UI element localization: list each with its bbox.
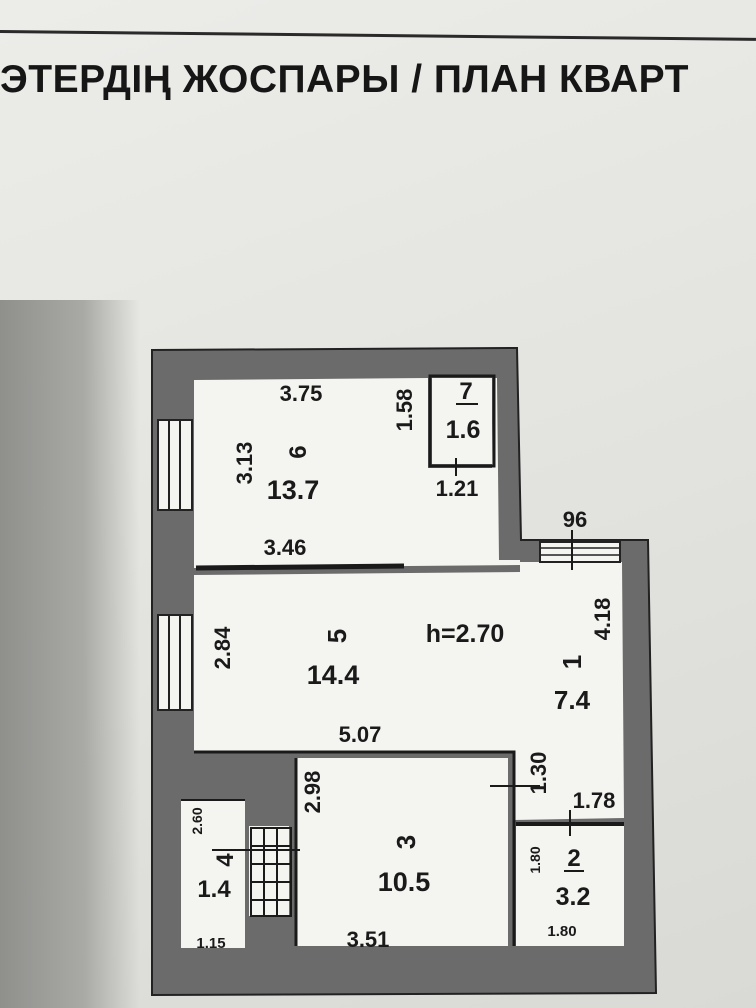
window-upper bbox=[157, 419, 193, 511]
svg-text:2: 2 bbox=[567, 845, 580, 872]
dim-room2-height: 1.80 bbox=[527, 846, 543, 873]
dim-door-96: 96 bbox=[563, 507, 587, 532]
partitions bbox=[181, 374, 624, 946]
dim-room4-width: 1.15 bbox=[196, 935, 225, 952]
dim-room7-width: 1.21 bbox=[436, 476, 479, 501]
room-2-label: 2 3.2 bbox=[556, 845, 591, 911]
dim-room3-width: 3.51 bbox=[347, 927, 390, 952]
plan-title: ЭТЕРДІҢ ЖОСПАРЫ / ПЛАН КВАРТ bbox=[0, 58, 689, 101]
dim-room7-height: 1.58 bbox=[392, 389, 417, 432]
room-6-label: 6 13.7 bbox=[267, 445, 320, 505]
window-right bbox=[539, 541, 621, 563]
dim-room1-height: 4.18 bbox=[590, 598, 615, 641]
photo-shadow bbox=[0, 300, 140, 1008]
room-7-label: 7 1.6 bbox=[446, 378, 481, 444]
dimension-labels: 3.75 3.13 1.58 1.21 3.46 96 4.18 2.84 5.… bbox=[189, 381, 615, 952]
room-3-label: 3 10.5 bbox=[378, 835, 431, 897]
svg-text:7: 7 bbox=[459, 378, 472, 405]
svg-text:14.4: 14.4 bbox=[307, 660, 360, 690]
window-lower bbox=[157, 614, 193, 711]
dim-room2-width: 1.80 bbox=[547, 923, 576, 940]
stairs bbox=[250, 827, 292, 917]
dim-room5-width: 5.07 bbox=[339, 722, 382, 747]
svg-text:1: 1 bbox=[557, 655, 587, 669]
dim-room6-bottom: 3.46 bbox=[264, 535, 307, 560]
svg-text:13.7: 13.7 bbox=[267, 475, 320, 505]
svg-text:5: 5 bbox=[322, 629, 352, 643]
room-1-label: 1 7.4 bbox=[554, 655, 591, 715]
dim-room5-height: 2.84 bbox=[210, 626, 235, 670]
svg-text:1.6: 1.6 bbox=[446, 416, 481, 444]
ceiling-height-label: h=2.70 bbox=[426, 620, 505, 648]
svg-text:4: 4 bbox=[212, 853, 239, 867]
svg-text:3: 3 bbox=[391, 835, 421, 849]
dim-room6-top: 3.75 bbox=[280, 381, 323, 406]
door-marks bbox=[212, 458, 573, 851]
svg-text:6: 6 bbox=[285, 445, 312, 458]
svg-text:3.2: 3.2 bbox=[556, 883, 591, 911]
dim-room1-lower: 1.30 bbox=[526, 752, 551, 795]
svg-text:10.5: 10.5 bbox=[378, 867, 431, 897]
dim-room4-height: 2.60 bbox=[189, 807, 205, 834]
room-5-label: 5 14.4 bbox=[307, 629, 360, 690]
svg-text:1.4: 1.4 bbox=[197, 876, 231, 903]
svg-text:7.4: 7.4 bbox=[554, 685, 591, 715]
dim-room3-height: 2.98 bbox=[300, 771, 325, 814]
room-4-label: 4 1.4 bbox=[197, 853, 239, 903]
dim-room2-top: 1.78 bbox=[573, 788, 616, 813]
dim-room6-height: 3.13 bbox=[232, 442, 257, 485]
